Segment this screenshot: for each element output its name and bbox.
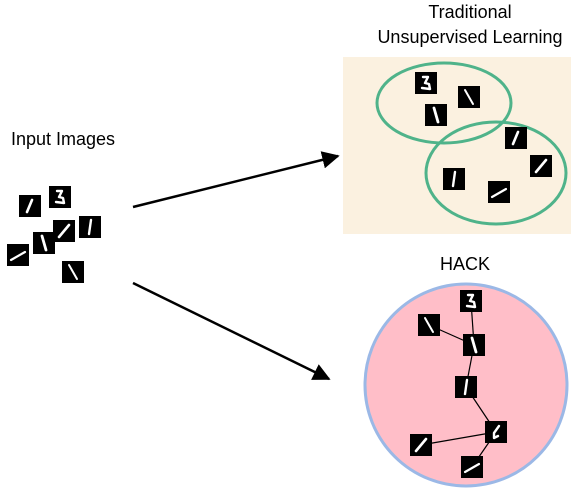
input-images-group xyxy=(7,186,101,283)
input-thumb xyxy=(62,261,84,283)
arrow-to-traditional xyxy=(132,151,340,209)
input-thumb xyxy=(33,232,55,254)
cluster-thumb xyxy=(488,181,510,203)
input-thumb xyxy=(49,186,71,208)
input-thumb xyxy=(79,216,101,238)
cluster-thumb xyxy=(425,104,447,126)
cluster-thumb xyxy=(415,72,437,94)
tree-node-thumb xyxy=(418,314,440,336)
tree-edge xyxy=(420,431,497,446)
tree-node-thumb xyxy=(410,434,432,456)
cluster-thumb xyxy=(458,86,480,108)
cluster-thumb xyxy=(443,168,465,190)
tree-node-thumb xyxy=(485,421,507,443)
tree-node-thumb xyxy=(455,376,477,398)
input-images-label: Input Images xyxy=(11,129,115,149)
arrow-to-hack xyxy=(132,281,331,381)
cluster-thumb xyxy=(530,155,552,177)
traditional-title-line1: Traditional xyxy=(428,2,511,22)
cluster-thumb xyxy=(505,127,527,149)
traditional-panel xyxy=(343,57,571,234)
input-thumb xyxy=(53,220,75,242)
tree-node-thumb xyxy=(460,290,482,312)
cluster-ellipse-bottom xyxy=(424,120,568,226)
hack-title: HACK xyxy=(440,254,490,274)
input-thumb xyxy=(7,244,29,266)
cluster-ellipse-top xyxy=(375,61,513,145)
tree-node-thumb xyxy=(461,456,483,478)
tree-node-thumb xyxy=(463,334,485,356)
input-thumb xyxy=(19,195,41,217)
traditional-title-line2: Unsupervised Learning xyxy=(377,27,562,47)
